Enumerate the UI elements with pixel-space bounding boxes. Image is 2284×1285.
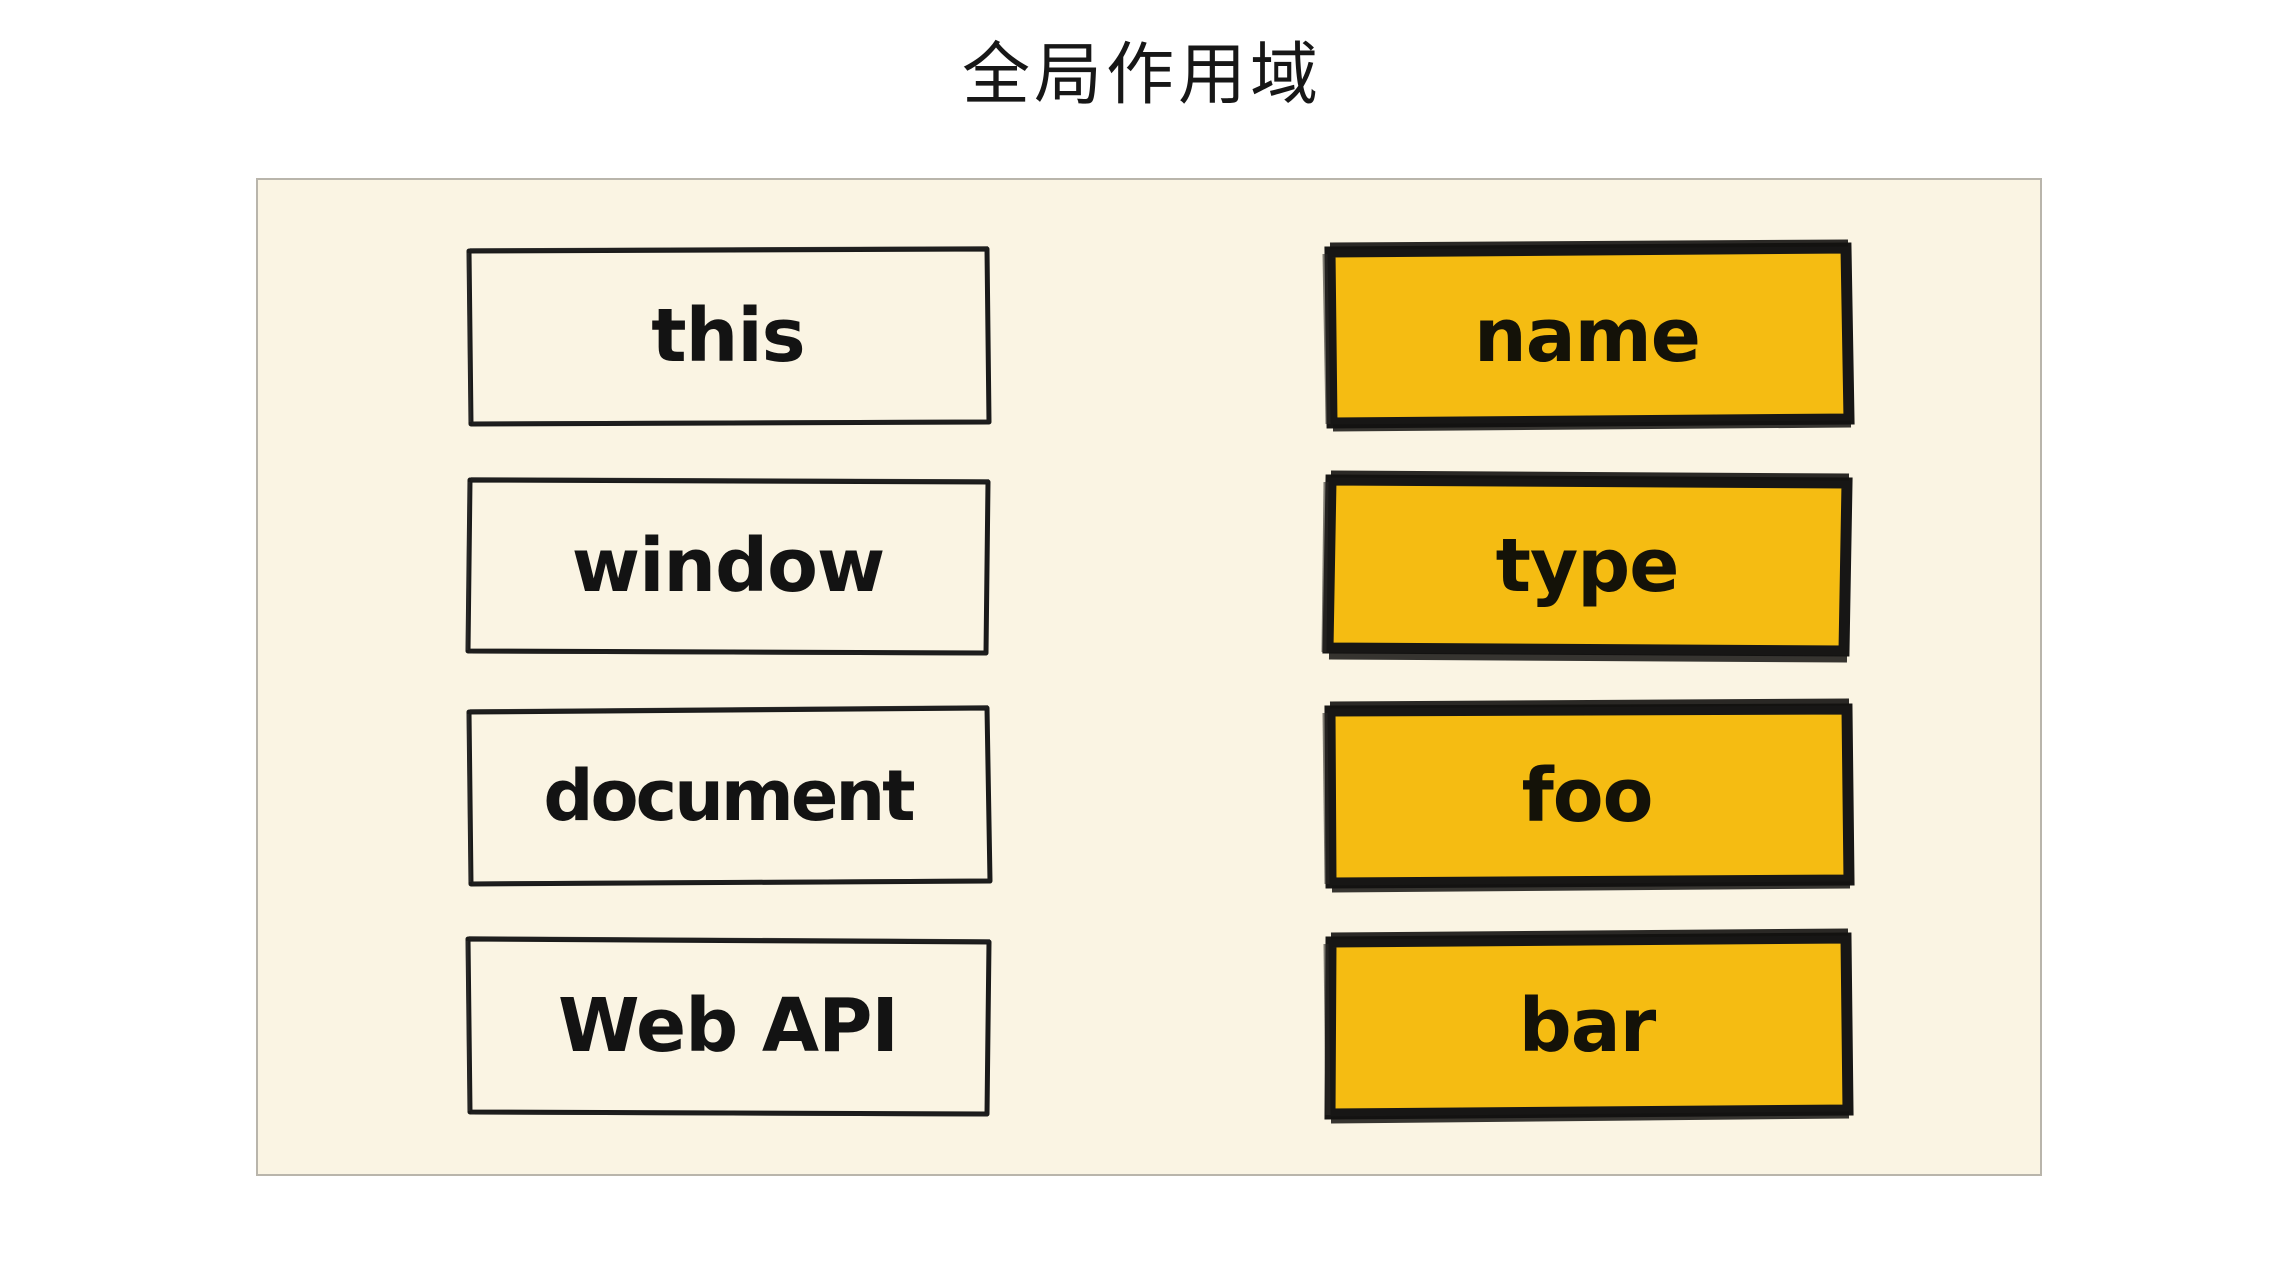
builtin-box-web-api[interactable]: Web API [465, 936, 992, 1117]
sketch-rect-icon [1322, 698, 1855, 893]
list-item-label: type [1495, 523, 1680, 609]
builtin-box-window[interactable]: window [465, 477, 991, 656]
list-item[interactable]: type [1321, 470, 1853, 663]
sketch-rect-icon [465, 936, 992, 1117]
list-item-label: window [571, 523, 886, 609]
sketch-rect-icon [465, 477, 991, 656]
list-item-label: name [1474, 293, 1701, 379]
list-item[interactable]: Web API [465, 936, 992, 1117]
list-item[interactable]: document [466, 705, 993, 887]
variable-box-type[interactable]: type [1321, 470, 1853, 663]
global-scope-container: this window [256, 178, 2042, 1176]
list-item-label: foo [1521, 753, 1654, 839]
sketch-rect-icon [466, 705, 993, 887]
list-item-label: Web API [558, 983, 899, 1069]
list-item-label: this [651, 293, 805, 379]
list-item[interactable]: foo [1322, 698, 1855, 893]
variable-box-bar[interactable]: bar [1323, 928, 1854, 1124]
list-item[interactable]: this [466, 246, 992, 427]
sketch-rect-icon [1323, 928, 1854, 1124]
sketch-rect-icon [1322, 239, 1855, 432]
variable-box-name[interactable]: name [1322, 239, 1855, 432]
list-item-label: document [543, 755, 915, 837]
builtin-box-this[interactable]: this [466, 246, 992, 427]
sketch-rect-icon [1321, 470, 1853, 663]
sketch-rect-icon [466, 246, 992, 427]
list-item-label: bar [1518, 983, 1656, 1069]
list-item[interactable]: window [465, 477, 991, 656]
list-item[interactable]: name [1322, 239, 1855, 432]
builtin-box-document[interactable]: document [466, 705, 993, 887]
list-item[interactable]: bar [1323, 928, 1854, 1124]
page-title: 全局作用域 [961, 36, 1322, 115]
variable-box-foo[interactable]: foo [1322, 698, 1855, 893]
